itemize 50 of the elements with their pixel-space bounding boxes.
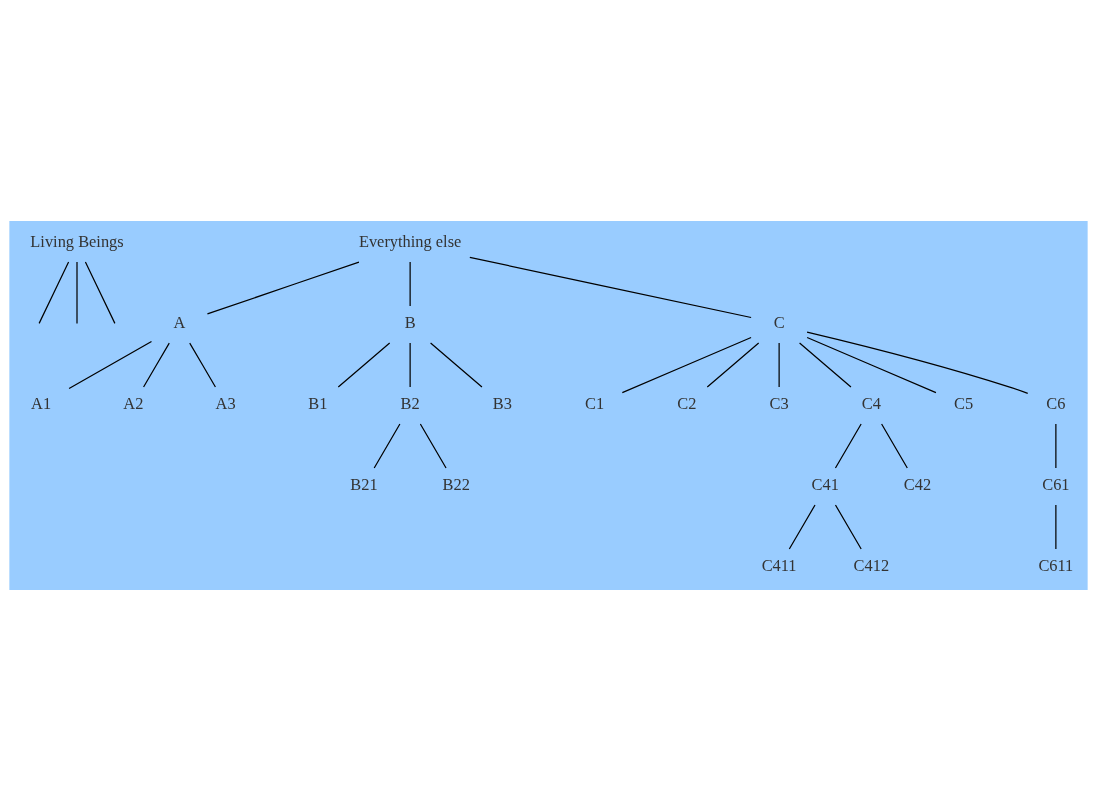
connector bbox=[621, 336, 752, 394]
connector bbox=[806, 331, 1029, 394]
node-text: C bbox=[773, 313, 785, 333]
connector bbox=[429, 342, 483, 388]
node-text: C41 bbox=[811, 475, 839, 495]
node-text: C411 bbox=[761, 556, 797, 576]
node-text: A3 bbox=[215, 394, 236, 414]
connector bbox=[1055, 423, 1057, 469]
node-text: A2 bbox=[123, 394, 144, 414]
node-text: B2 bbox=[400, 394, 420, 414]
node-text: C61 bbox=[1042, 475, 1070, 495]
connector bbox=[38, 261, 70, 324]
node-text: Living Beings bbox=[30, 232, 124, 252]
connector bbox=[189, 342, 217, 388]
node-text: B1 bbox=[308, 394, 328, 414]
connector bbox=[881, 423, 908, 469]
node-text: A bbox=[173, 313, 186, 333]
node-text: C412 bbox=[853, 556, 890, 576]
connector bbox=[706, 342, 760, 388]
node-text: C1 bbox=[585, 394, 605, 414]
connector bbox=[206, 261, 360, 315]
connector bbox=[834, 504, 862, 550]
node-text: Everything else bbox=[358, 232, 462, 252]
node-text: C611 bbox=[1038, 556, 1074, 576]
node-text: C2 bbox=[677, 394, 697, 414]
node-text: C3 bbox=[769, 394, 789, 414]
connector bbox=[337, 342, 391, 388]
node-text: C5 bbox=[954, 394, 974, 414]
connector bbox=[788, 504, 816, 550]
connector bbox=[778, 342, 780, 388]
connector bbox=[469, 256, 752, 319]
node-text: B bbox=[404, 313, 416, 333]
node-text: C6 bbox=[1046, 394, 1066, 414]
connector bbox=[409, 342, 411, 388]
node-text: B22 bbox=[442, 475, 470, 495]
connector bbox=[68, 340, 153, 390]
node-text: B21 bbox=[350, 475, 378, 495]
connector bbox=[834, 423, 862, 469]
connector bbox=[373, 423, 401, 469]
connector bbox=[409, 261, 411, 307]
connector bbox=[806, 336, 937, 394]
connector bbox=[1055, 504, 1057, 550]
node-text: C42 bbox=[903, 475, 932, 495]
node-text: C4 bbox=[861, 394, 881, 414]
node-text: A1 bbox=[31, 394, 52, 414]
connector bbox=[84, 261, 116, 324]
connector bbox=[798, 342, 852, 388]
connector bbox=[142, 342, 170, 388]
connector bbox=[419, 423, 447, 469]
node-text: B3 bbox=[492, 394, 512, 414]
